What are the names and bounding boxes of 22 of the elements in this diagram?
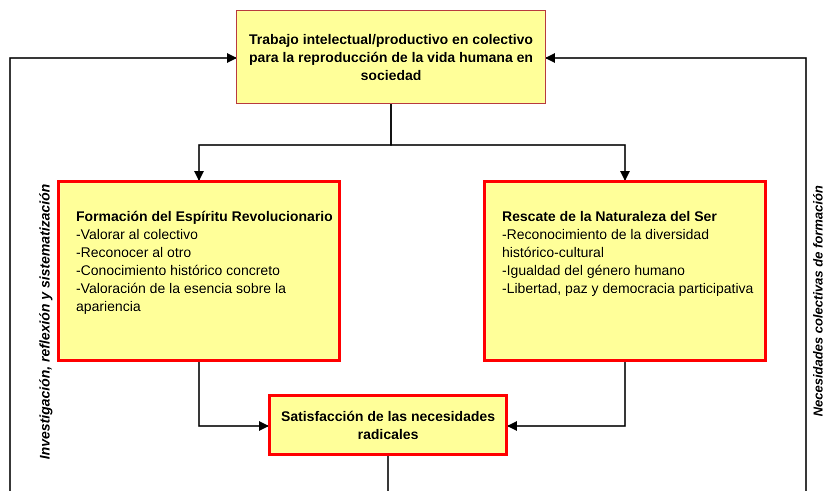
process-box bbox=[57, 180, 341, 362]
arrow bbox=[390, 104, 630, 181]
list-item: -Igualdad del género humano bbox=[502, 261, 686, 279]
box-heading: Rescate de la Naturaleza del Ser bbox=[502, 207, 718, 225]
arrow bbox=[507, 362, 626, 431]
side-label: Investigación, reflexión y sistematización bbox=[36, 182, 54, 462]
box-heading: Trabajo intelectual/productivo en colectivo para la reproducción de la vida humana en sociedad bbox=[248, 30, 534, 84]
arrow bbox=[9, 53, 237, 491]
list-item: -Conocimiento histórico concreto bbox=[76, 261, 281, 279]
box-heading: Formación del Espíritu Revolucionario bbox=[76, 207, 334, 225]
process-box bbox=[483, 180, 767, 362]
list-item: -Valoración de la esencia sobre la apariencia bbox=[76, 279, 287, 315]
arrow bbox=[545, 53, 807, 491]
arrow bbox=[198, 362, 269, 431]
list-item: -Valorar al colectivo bbox=[76, 225, 199, 243]
process-box bbox=[268, 394, 508, 456]
list-item: -Reconocer al otro bbox=[76, 243, 192, 261]
list-item: -Reconocimiento de la diversidad histórico-cultural bbox=[502, 225, 710, 261]
side-label: Necesidades colectivas de formación bbox=[809, 184, 826, 418]
list-item: -Libertad, paz y democracia participativa bbox=[502, 279, 754, 297]
box-heading: Satisfacción de las necesidades radicales bbox=[280, 407, 496, 443]
process-box bbox=[236, 10, 546, 104]
